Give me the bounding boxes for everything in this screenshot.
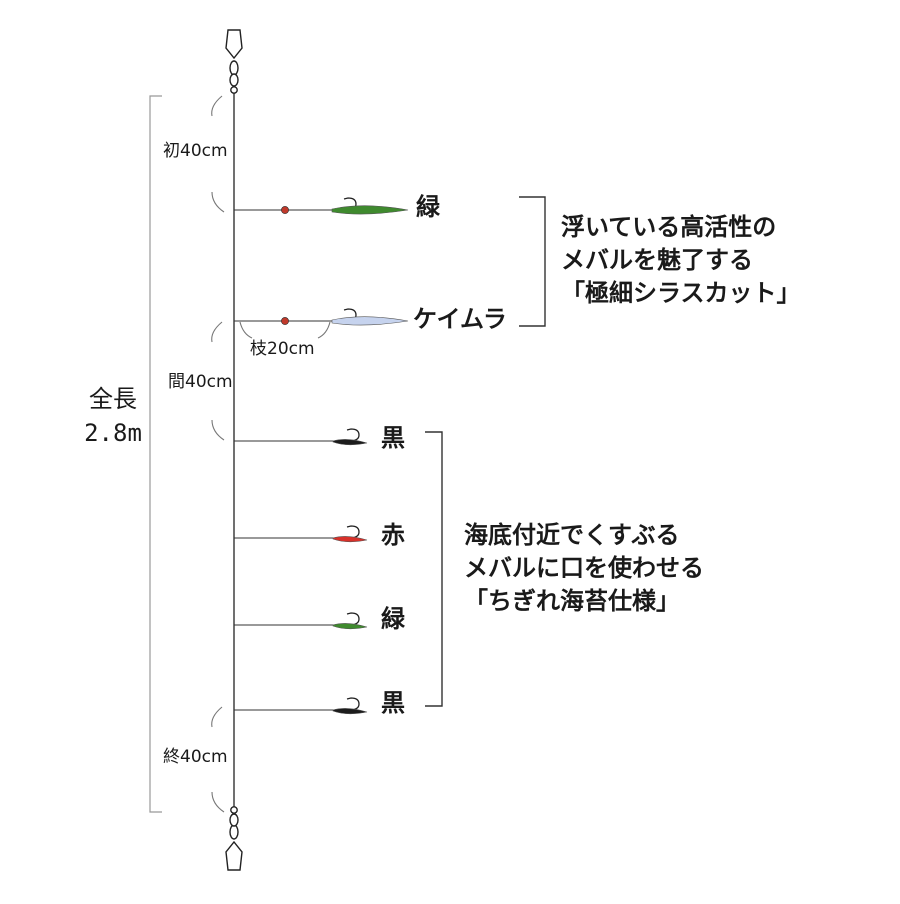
branch-arc-right: [317, 321, 331, 339]
lure-body-6: [332, 708, 368, 715]
total-length-value: 2.8m: [84, 419, 142, 447]
top-swivel-snap: [225, 29, 243, 60]
upper-note-line-2: メバルを魅了する: [561, 246, 753, 274]
lower-note-line-1: 海底付近でくすぶる: [464, 521, 680, 549]
top-swivel-barrel-1: [229, 60, 239, 76]
first-segment-arc-bottom: [211, 191, 225, 213]
bottom-swivel-barrel-1: [229, 824, 239, 840]
bottom-swivel-snap: [225, 840, 243, 871]
top-swivel-barrel-2: [229, 73, 239, 87]
total-length-label: 全長 2.8m: [78, 382, 148, 450]
total-length-title: 全長: [89, 385, 137, 413]
branch-length-label: 枝20cm: [250, 339, 315, 359]
lure-label-1: 緑: [416, 193, 440, 221]
upper-note-line-1: 浮いている高活性の: [561, 213, 777, 241]
last-segment-arc-top: [211, 706, 223, 728]
middle-segment-label: 間40cm: [168, 372, 233, 392]
first-segment-arc-top: [211, 95, 223, 117]
top-swivel: [225, 29, 243, 94]
first-segment-label: 初40cm: [163, 141, 228, 161]
lure-body-2: [331, 316, 409, 326]
lure-body-3: [332, 439, 368, 446]
lure-label-2: ケイムラ: [413, 305, 507, 333]
total-length-bracket: [149, 95, 162, 813]
lower-note-line-3: 「ちぎれ海苔仕様」: [464, 587, 680, 615]
lure-body-4: [332, 536, 368, 543]
lower-note: 海底付近でくすぶる メバルに口を使わせる 「ちぎれ海苔仕様」: [464, 519, 704, 618]
upper-note: 浮いている高活性の メバルを魅了する 「極細シラスカット」: [561, 211, 801, 310]
lure-body-5: [332, 623, 368, 630]
bead-2: [281, 317, 289, 325]
bead-1: [281, 206, 289, 214]
last-segment-label: 終40cm: [163, 747, 228, 767]
middle-segment-arc-top: [211, 321, 223, 343]
lower-note-line-2: メバルに口を使わせる: [464, 554, 704, 582]
upper-note-line-3: 「極細シラスカット」: [561, 279, 801, 307]
lure-body-1: [331, 205, 409, 215]
lure-label-6: 黒: [381, 689, 405, 717]
upper-note-bracket: [519, 196, 546, 327]
middle-segment-arc-bottom: [211, 419, 225, 441]
last-segment-arc-bottom: [211, 791, 225, 813]
lure-label-3: 黒: [381, 424, 405, 452]
lure-label-4: 赤: [381, 521, 405, 549]
branch-arc-left: [239, 321, 253, 339]
lure-label-5: 緑: [381, 605, 405, 633]
bottom-swivel: [225, 806, 243, 871]
top-swivel-ring: [230, 86, 238, 94]
bottom-swivel-ring: [230, 806, 238, 814]
bottom-swivel-barrel-2: [229, 813, 239, 827]
lower-note-bracket: [425, 431, 443, 707]
